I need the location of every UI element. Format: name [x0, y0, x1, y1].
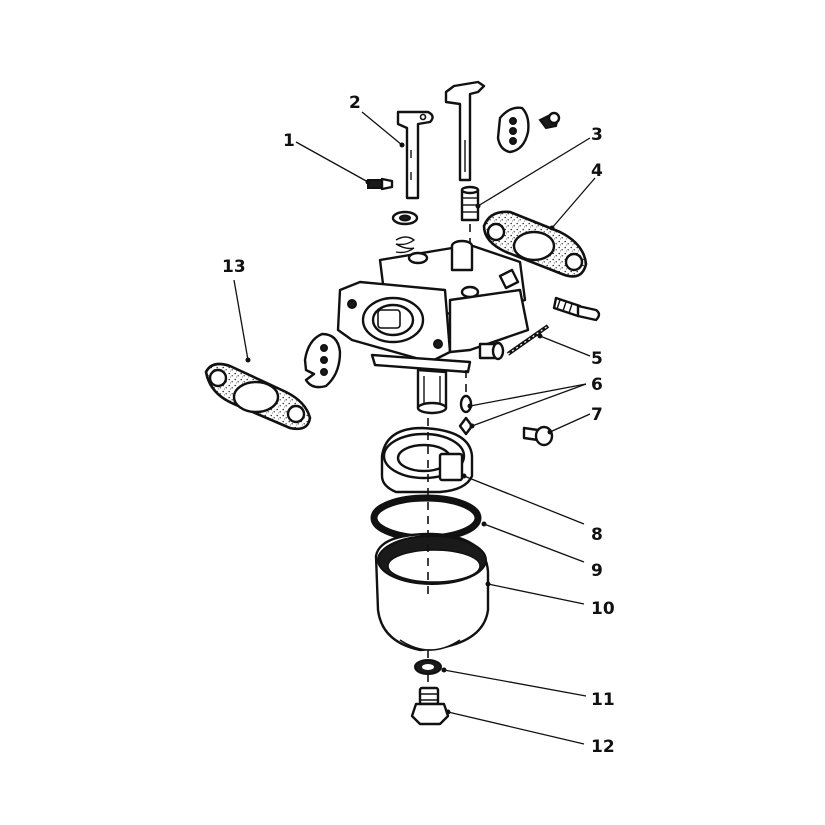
float-bowl-screw [522, 425, 554, 447]
callout-4: 4 [591, 161, 603, 181]
callout-9: 9 [591, 561, 603, 581]
idle-mixture-screw [552, 296, 601, 322]
intake-gasket-right [482, 210, 588, 278]
float-bowl [374, 532, 490, 652]
throttle-shaft-lever [396, 110, 434, 200]
callout-10: 10 [591, 599, 615, 619]
carburetor-body [336, 239, 530, 415]
callout-3: 3 [591, 125, 603, 145]
choke-plate [496, 106, 530, 154]
idle-jet [460, 185, 480, 222]
throttle-plate [303, 332, 342, 389]
callout-12: 12 [591, 737, 615, 757]
bowl-nut-washer [414, 659, 442, 675]
callout-7: 7 [591, 405, 603, 425]
inlet-needle [458, 394, 474, 436]
callout-13: 13 [222, 257, 246, 277]
bowl-gasket [370, 494, 482, 542]
callout-8: 8 [591, 525, 603, 545]
callout-2: 2 [349, 93, 361, 113]
idle-speed-spring [395, 236, 416, 254]
float [380, 426, 474, 494]
callout-leaders [233, 111, 596, 745]
intake-gasket-left [204, 362, 312, 431]
bowl-retaining-nut [410, 686, 450, 726]
callout-labels: 1 2 3 4 5 6 7 8 9 10 11 12 13 [222, 93, 615, 757]
throttle-plate-screw [367, 177, 394, 191]
assembly-centerlines [427, 224, 471, 686]
choke-shaft-lever [444, 80, 486, 182]
callout-1: 1 [283, 131, 295, 151]
callout-5: 5 [591, 349, 603, 369]
float-hinge-pin [506, 324, 550, 356]
throttle-shaft-seal [391, 210, 419, 226]
callout-6: 6 [591, 375, 603, 395]
callout-11: 11 [591, 690, 615, 710]
choke-plate-screw [538, 111, 561, 130]
